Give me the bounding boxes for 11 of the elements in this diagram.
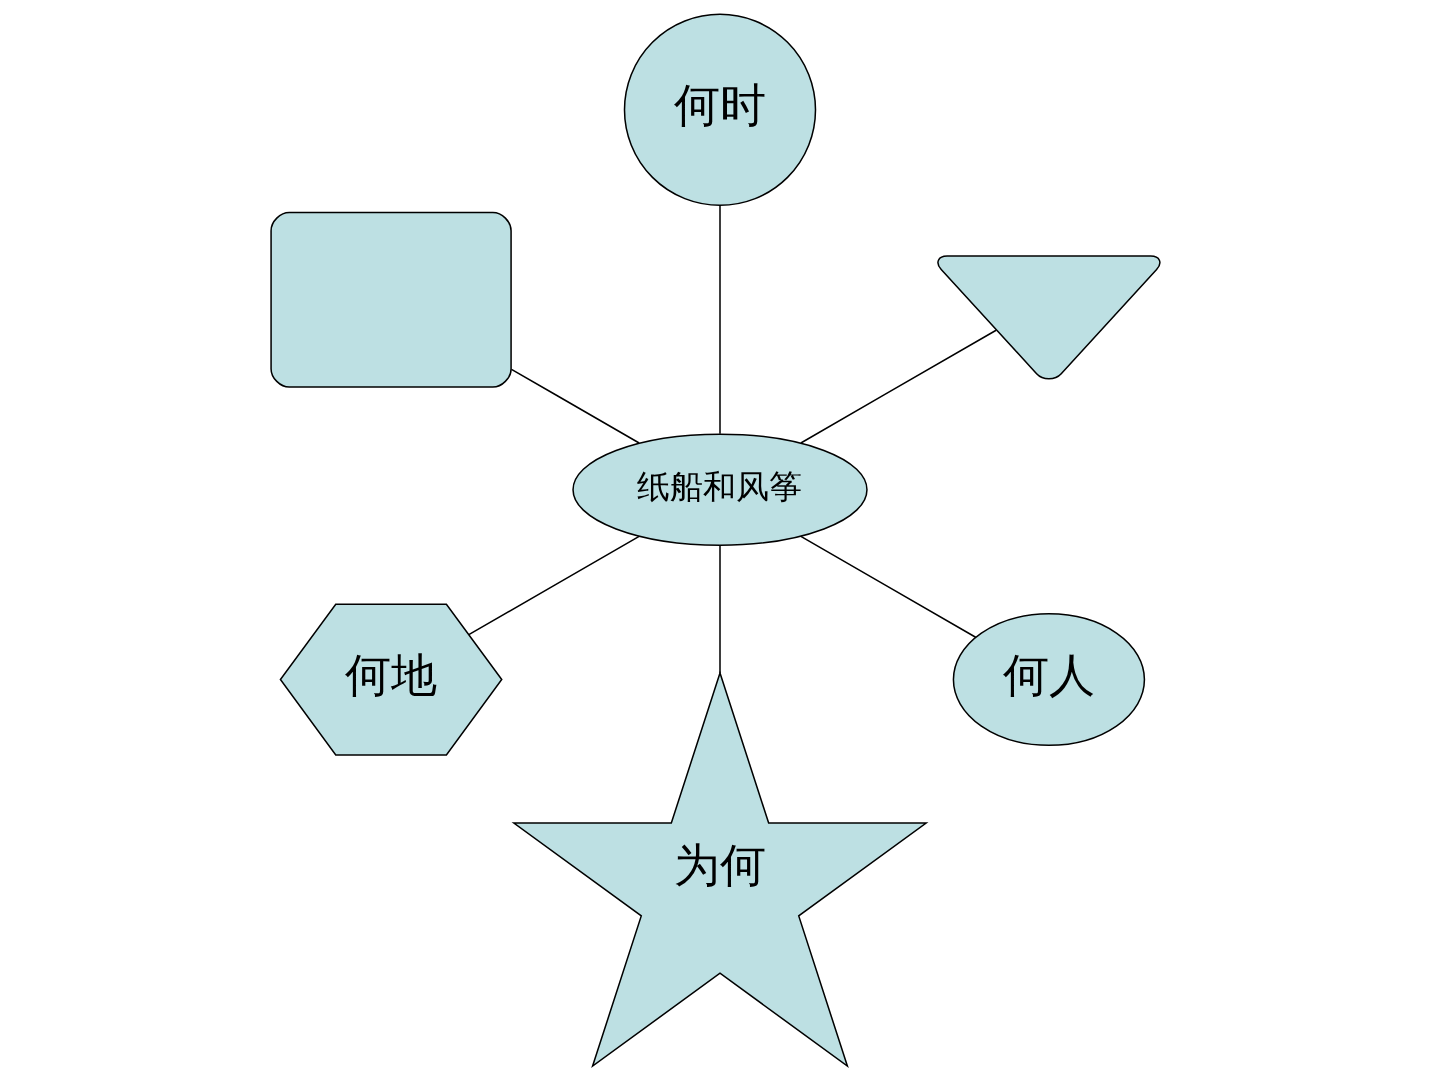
connector [719,544,721,674]
connector [510,368,640,444]
node-circle: 何时 [623,13,817,207]
node-heart [937,255,1161,380]
connector [800,535,977,639]
node-box [270,211,512,388]
connector [800,329,997,444]
node-ellipse: 纸船和风筝 [572,433,868,546]
node-ellipse: 何人 [952,613,1146,747]
connector [719,205,721,435]
connector [468,535,640,636]
